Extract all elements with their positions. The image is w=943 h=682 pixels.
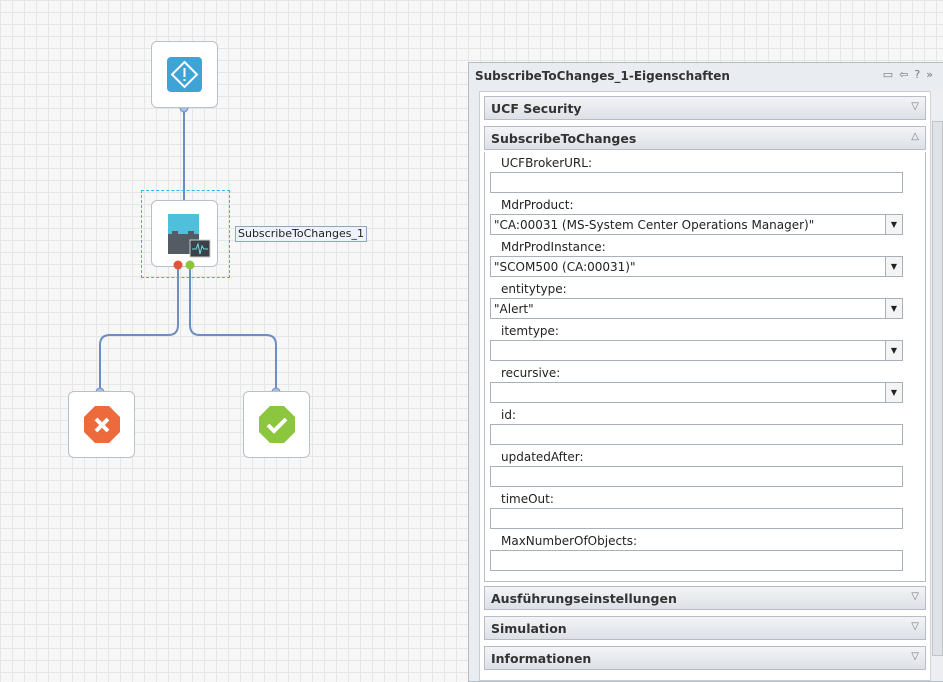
properties-panel: SubscribeToChanges_1-Eigenschaften ▭⇦?» … [468, 62, 943, 682]
error-icon [84, 406, 120, 443]
success-icon [259, 406, 295, 443]
selection-box [141, 190, 230, 278]
success-node[interactable] [243, 391, 310, 458]
section-subscribetochanges[interactable]: SubscribeToChanges△ [484, 126, 926, 150]
chevron-down-icon: ▽ [911, 621, 919, 632]
chevron-down-icon: ▽ [911, 101, 919, 112]
field-input[interactable] [490, 508, 903, 529]
subscribe-activity-node[interactable] [151, 200, 218, 270]
status-icons [173, 260, 195, 270]
field-label: recursive: [501, 366, 561, 380]
close-icon[interactable]: » [926, 68, 939, 81]
section-ausfuehrungseinstellungen[interactable]: Ausführungseinstellungen▽ [484, 586, 926, 610]
field-input[interactable] [490, 172, 903, 193]
chevron-up-icon: △ [911, 131, 919, 142]
field-value: "SCOM500 (CA:00031)" [494, 260, 636, 274]
dropdown-arrow-icon[interactable]: ▼ [885, 383, 902, 402]
start-node[interactable] [151, 41, 218, 108]
minimize-icon[interactable]: ▭ [882, 68, 900, 81]
panel-title: SubscribeToChanges_1-Eigenschaften [475, 69, 730, 83]
chevron-down-icon: ▽ [911, 591, 919, 602]
field-label: timeOut: [501, 492, 554, 506]
dropdown-arrow-icon[interactable]: ▼ [885, 257, 902, 276]
field-select[interactable]: "SCOM500 (CA:00031)" ▼ [490, 256, 903, 277]
field-value: "CA:00031 (MS-System Center Operations M… [494, 218, 815, 232]
dropdown-arrow-icon[interactable]: ▼ [885, 341, 902, 360]
chevron-down-icon: ▽ [911, 651, 919, 662]
workflow-connectors [95, 103, 281, 397]
section-ucf-security[interactable]: UCF Security▽ [484, 96, 926, 120]
activity-icon [168, 214, 211, 258]
subscribe-fields: UCFBrokerURL: MdrProduct: "CA:00031 (MS-Sy… [484, 152, 926, 582]
field-label: id: [501, 408, 516, 422]
field-select[interactable]: ▼ [490, 340, 903, 361]
section-simulation[interactable]: Simulation▽ [484, 616, 926, 640]
section-informationen[interactable]: Informationen▽ [484, 646, 926, 670]
field-select[interactable]: ▼ [490, 382, 903, 403]
error-node[interactable] [68, 391, 135, 458]
field-input[interactable] [490, 550, 903, 571]
field-select[interactable]: "CA:00031 (MS-System Center Operations M… [490, 214, 903, 235]
scrollbar-thumb[interactable] [932, 121, 943, 656]
field-value: "Alert" [494, 302, 534, 316]
scrollbar[interactable] [930, 91, 943, 681]
start-icon [167, 57, 202, 92]
field-input[interactable] [490, 466, 903, 487]
dropdown-arrow-icon[interactable]: ▼ [885, 299, 902, 318]
field-input[interactable] [490, 424, 903, 445]
activity-label: SubscribeToChanges_1 [235, 226, 367, 242]
field-label: MdrProdInstance: [501, 240, 606, 254]
help-icon[interactable]: ? [914, 68, 927, 81]
field-label: entitytype: [501, 282, 567, 296]
pin-icon[interactable]: ⇦ [899, 68, 915, 81]
field-label: MdrProduct: [501, 198, 574, 212]
dropdown-arrow-icon[interactable]: ▼ [885, 215, 902, 234]
field-select[interactable]: "Alert" ▼ [490, 298, 903, 319]
field-label: MaxNumberOfObjects: [501, 534, 638, 548]
field-label: UCFBrokerURL: [501, 156, 592, 170]
field-label: updatedAfter: [501, 450, 584, 464]
field-label: itemtype: [501, 324, 559, 338]
